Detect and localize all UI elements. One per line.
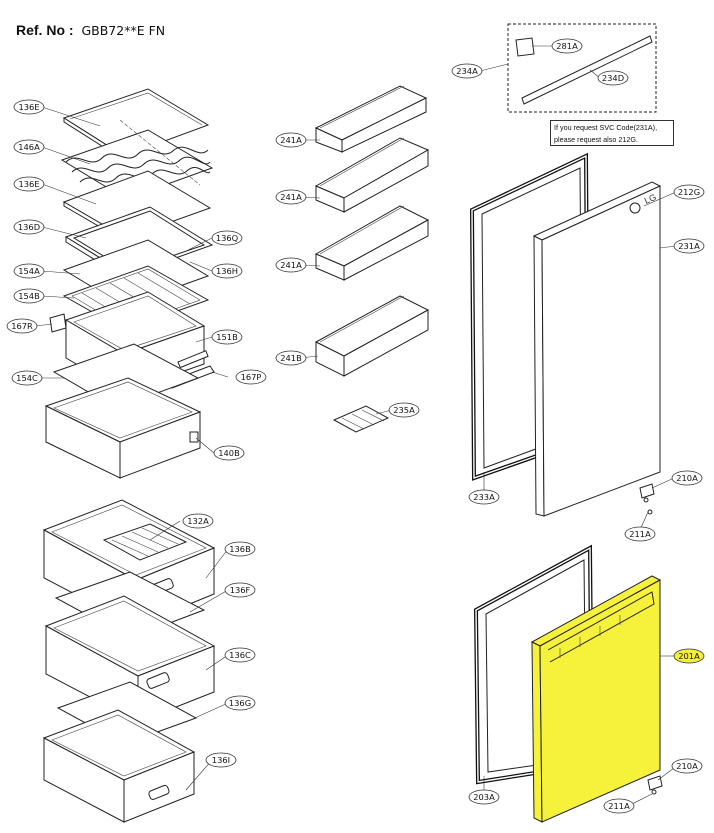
svg-text:231A: 231A [678, 241, 700, 251]
svg-text:140B: 140B [218, 448, 240, 458]
svg-text:154C: 154C [16, 373, 38, 383]
door-basket-241b [314, 295, 430, 377]
svg-text:151B: 151B [216, 332, 238, 342]
part-tag-136h: 136H [211, 263, 243, 279]
svg-text:201A: 201A [678, 651, 700, 661]
part-tag-212g: 212G [673, 184, 705, 200]
part-tag-167r: 167R [6, 318, 38, 334]
part-tag-154c: 154C [11, 370, 43, 386]
part-tag-234a: 234A [451, 63, 483, 79]
part-tag-151b: 151B [211, 329, 243, 345]
svg-text:136D: 136D [18, 222, 40, 232]
svg-text:136G: 136G [229, 698, 251, 708]
svg-text:235A: 235A [393, 405, 415, 415]
part-tag-136q: 136Q [211, 230, 243, 246]
drawer-140b [44, 377, 202, 479]
part-tag-235a: 235A [388, 402, 420, 418]
ref-value: GBB72**E FN [81, 23, 166, 38]
door-logo: LG [643, 192, 658, 206]
part-tag-136c: 136C [224, 647, 256, 663]
part-tag-136e-mid: 136E [13, 176, 45, 192]
svg-text:241A: 241A [280, 260, 302, 270]
door-basket-241a-1 [314, 85, 428, 153]
svg-text:203A: 203A [473, 792, 495, 802]
svg-text:146A: 146A [18, 142, 40, 152]
part-tag-132a: 132A [182, 513, 214, 529]
part-tag-234d: 234D [597, 70, 629, 86]
part-tag-241a-1: 241A [275, 132, 307, 148]
svg-text:136H: 136H [216, 266, 238, 276]
svg-text:210A: 210A [676, 761, 698, 771]
note-line-2: please request also 212G. [554, 135, 638, 144]
drawer-136i [42, 709, 196, 823]
svg-text:234A: 234A [456, 66, 478, 76]
door-basket-241a-2 [314, 137, 430, 213]
svg-text:212G: 212G [678, 187, 700, 197]
svg-text:136C: 136C [229, 650, 251, 660]
upper-door-231a: LG [532, 181, 662, 517]
svg-text:241A: 241A [280, 135, 302, 145]
svg-text:211A: 211A [629, 529, 651, 539]
svg-text:154A: 154A [18, 266, 40, 276]
svg-text:241A: 241A [280, 192, 302, 202]
part-tag-136i: 136I [205, 752, 237, 768]
part-tag-154b: 154B [13, 288, 45, 304]
lower-door-201a [530, 575, 662, 823]
svg-text:136I: 136I [212, 755, 230, 765]
part-tag-231a: 231A [673, 238, 705, 254]
part-tag-281a: 281A [551, 38, 583, 54]
ref-number: Ref. No : GBB72**E FN [16, 22, 165, 38]
part-tag-140b: 140B [213, 445, 245, 461]
part-tag-167p: 167P [235, 369, 267, 385]
part-tag-136f: 136F [224, 582, 256, 598]
svg-text:167R: 167R [11, 321, 33, 331]
part-tag-211a-top: 211A [624, 526, 656, 542]
part-tag-146a: 146A [13, 139, 45, 155]
part-tag-210a-top: 210A [671, 470, 703, 486]
part-tag-136e-top: 136E [13, 99, 45, 115]
part-tag-136b: 136B [224, 541, 256, 557]
part-tag-210a-bot: 210A [671, 758, 703, 774]
svg-text:167P: 167P [241, 372, 262, 382]
door-basket-241a-3 [314, 205, 430, 281]
rail-167r [49, 313, 67, 333]
svg-text:136F: 136F [230, 585, 251, 595]
part-tag-241b: 241B [275, 350, 307, 366]
svg-text:211A: 211A [608, 801, 630, 811]
ref-label: Ref. No : [16, 22, 74, 38]
part-tag-201a: 201A [673, 648, 705, 664]
hinge-cover-box-234a [507, 23, 657, 113]
note-line-1: If you request SVC Code(231A), [554, 123, 658, 132]
part-tag-241a-2: 241A [275, 189, 307, 205]
part-tag-233a: 233A [468, 489, 500, 505]
leader-lines [35, 45, 677, 805]
part-tag-136g: 136G [224, 695, 256, 711]
part-tag-154a: 154A [13, 263, 45, 279]
part-tag-241a-3: 241A [275, 257, 307, 273]
svg-text:132A: 132A [187, 516, 209, 526]
part-tag-136d: 136D [13, 219, 45, 235]
svg-text:233A: 233A [473, 492, 495, 502]
part-tag-211a-bot: 211A [603, 798, 635, 814]
part-tag-203a: 203A [468, 789, 500, 805]
egg-tray-235a [332, 405, 390, 433]
svg-text:281A: 281A [556, 41, 578, 51]
svg-text:136B: 136B [229, 544, 251, 554]
svg-text:136Q: 136Q [216, 233, 239, 243]
svg-text:154B: 154B [18, 291, 40, 301]
svc-code-note: If you request SVC Code(231A), please re… [550, 120, 674, 146]
svg-text:136E: 136E [18, 179, 39, 189]
svg-text:234D: 234D [602, 73, 624, 83]
svg-text:241B: 241B [280, 353, 302, 363]
svg-text:136E: 136E [18, 102, 39, 112]
svg-text:210A: 210A [676, 473, 698, 483]
upper-hinge [639, 483, 655, 515]
